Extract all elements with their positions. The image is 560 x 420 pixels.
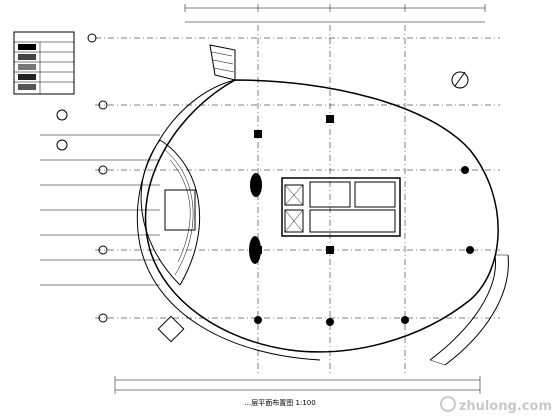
grid-lines <box>95 25 500 375</box>
watermark-logo-icon <box>439 396 456 412</box>
legend-table <box>13 31 75 95</box>
top-dimension-chain <box>184 4 486 23</box>
right-curved-stair <box>429 254 509 366</box>
left-grid-bubbles <box>56 33 108 323</box>
columns <box>249 115 474 326</box>
core-block <box>281 177 401 237</box>
watermark: zhulong.com <box>439 396 552 414</box>
watermark-text: zhulong.com <box>458 399 552 414</box>
north-arrow <box>451 71 469 89</box>
drawing-caption: …层平面布置图 1:100 <box>244 399 316 407</box>
top-left-stair <box>209 44 236 81</box>
outer-building-outline <box>136 79 499 361</box>
entrance-diamond <box>157 315 185 343</box>
left-fan-atrium <box>140 139 201 286</box>
bottom-dimension-chain <box>114 376 481 394</box>
left-leader-lines <box>40 134 160 286</box>
